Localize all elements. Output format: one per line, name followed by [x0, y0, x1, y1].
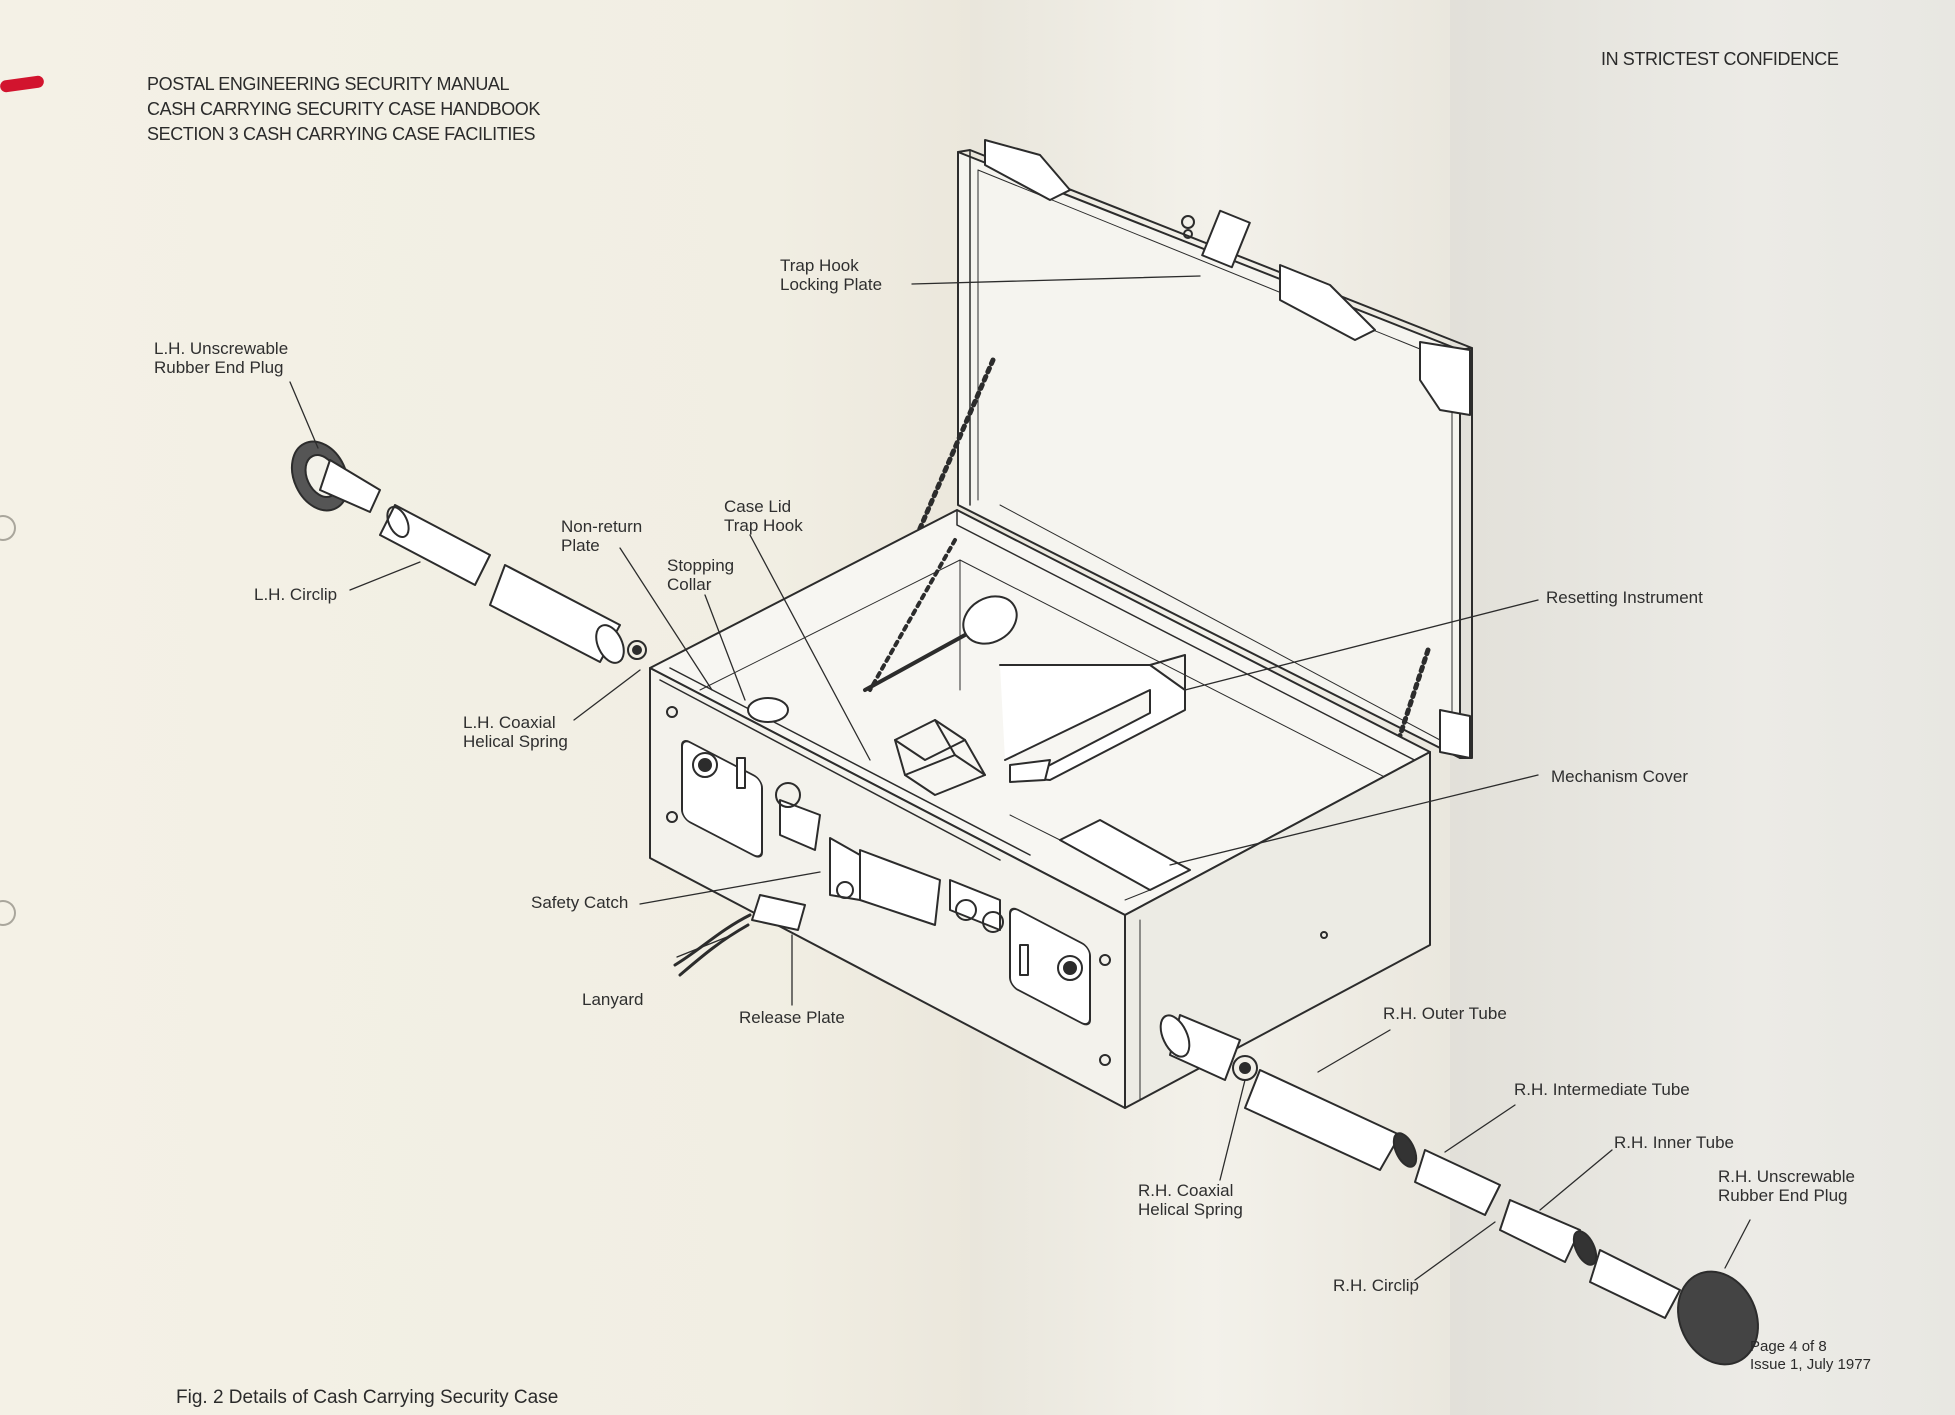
label-trap-hook-locking-plate: Trap Hook Locking Plate: [780, 256, 883, 294]
paper-right-panel: [1450, 0, 1955, 1415]
label-rh-inner-tube: R.H. Inner Tube: [1614, 1133, 1735, 1152]
figure-caption: Fig. 2 Details of Cash Carrying Security…: [176, 1387, 559, 1408]
leader-lines: [289, 275, 1751, 1281]
label-lh-coaxial-spring: L.H. Coaxial Helical Spring: [463, 713, 568, 751]
resetting-instrument-tool: [999, 654, 1186, 783]
classification-marking: IN STRICTEST CONFIDENCE: [1601, 49, 1839, 69]
label-rh-circlip: R.H. Circlip: [1333, 1276, 1419, 1295]
label-release-plate: Release Plate: [739, 1008, 845, 1027]
label-stopping-collar: Stopping Collar: [667, 556, 735, 594]
label-lanyard: Lanyard: [582, 990, 644, 1009]
page-number: Page 4 of 8: [1750, 1338, 1827, 1355]
header-line-3: SECTION 3 CASH CARRYING CASE FACILITIES: [147, 124, 536, 144]
label-resetting-instrument: Resetting Instrument: [1546, 588, 1703, 607]
label-case-lid-trap-hook: Case Lid Trap Hook: [724, 497, 803, 535]
issue-date: Issue 1, July 1977: [1750, 1356, 1871, 1373]
header-line-1: POSTAL ENGINEERING SECURITY MANUAL: [147, 74, 510, 94]
punch-hole: [0, 900, 16, 926]
header-line-2: CASH CARRYING SECURITY CASE HANDBOOK: [147, 99, 541, 119]
label-non-return-plate: Non-return Plate: [561, 517, 643, 555]
screwdriver-tool: [863, 595, 1018, 692]
label-mechanism-cover: Mechanism Cover: [1551, 767, 1688, 786]
left-tube-assembly: [290, 440, 647, 664]
label-safety-catch: Safety Catch: [531, 893, 629, 912]
label-lh-circlip: L.H. Circlip: [254, 585, 338, 604]
case-lid: [847, 139, 1473, 763]
label-rh-end-plug: R.H. Unscrewable Rubber End Plug: [1718, 1167, 1855, 1205]
right-tube-assembly: [1159, 1014, 1759, 1366]
label-rh-outer-tube: R.H. Outer Tube: [1383, 1004, 1507, 1023]
label-rh-coaxial-spring: R.H. Coaxial Helical Spring: [1138, 1181, 1243, 1219]
punch-hole: [0, 515, 16, 541]
lanyard-and-release-plate: [673, 894, 806, 977]
label-lh-end-plug: L.H. Unscrewable Rubber End Plug: [154, 339, 289, 377]
label-rh-intermediate-tube: R.H. Intermediate Tube: [1514, 1080, 1690, 1099]
